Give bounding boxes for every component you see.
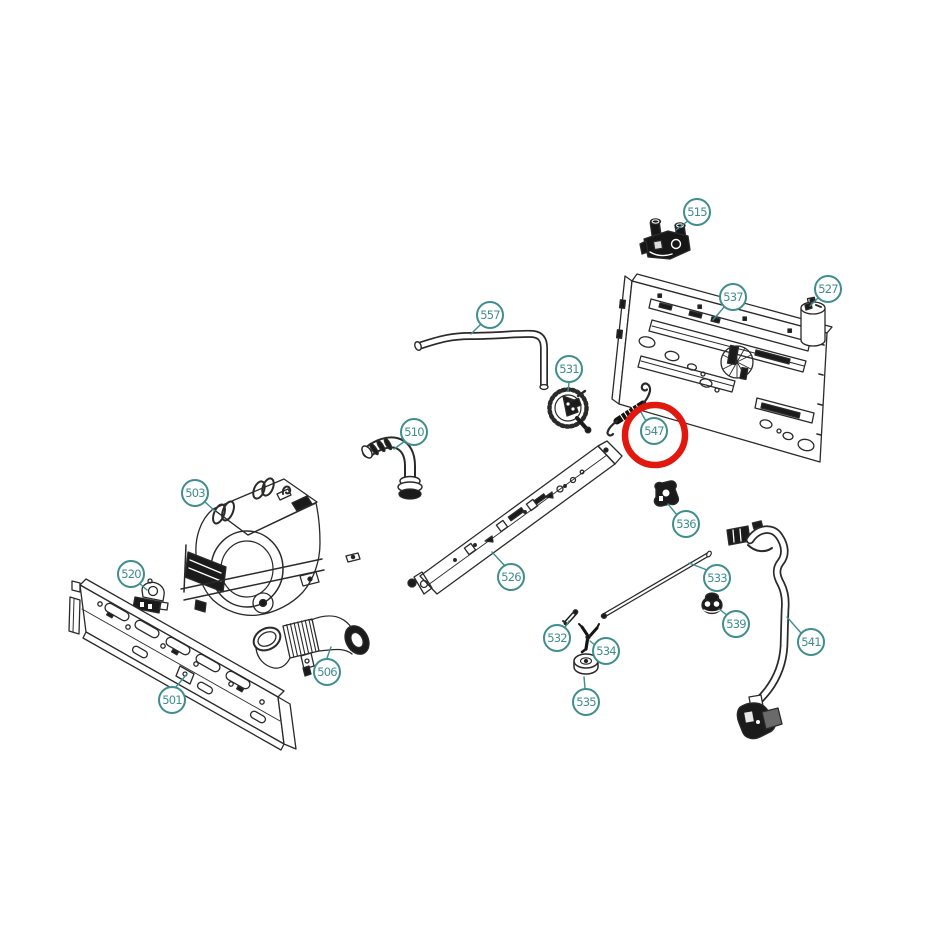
callout-531: 531 <box>555 355 583 383</box>
callout-515: 515 <box>683 198 711 226</box>
callout-541: 541 <box>797 628 825 656</box>
part-539-knob <box>701 592 723 615</box>
callout-526: 526 <box>497 563 525 591</box>
callout-535: 535 <box>572 688 600 716</box>
part-527-capacitor <box>800 296 826 347</box>
callout-520: 520 <box>117 560 145 588</box>
part-536-clip <box>653 480 680 507</box>
callout-527: 527 <box>814 275 842 303</box>
callout-557: 557 <box>476 301 504 329</box>
callout-506: 506 <box>313 658 341 686</box>
part-503-tub-assembly <box>180 477 361 617</box>
callout-547: 547 <box>640 417 668 445</box>
part-531-pressure-switch <box>547 387 592 434</box>
callout-501: 501 <box>158 686 186 714</box>
part-557-hose <box>414 329 549 391</box>
part-526-crossbar <box>407 440 623 595</box>
callout-536: 536 <box>672 510 700 538</box>
callout-532: 532 <box>543 624 571 652</box>
leader-lines <box>138 219 820 689</box>
callout-510: 510 <box>400 418 428 446</box>
callout-533: 533 <box>703 564 731 592</box>
part-515-inlet-valve <box>639 218 691 260</box>
highlight-circle <box>621 401 689 469</box>
part-541-drain-hose <box>726 520 790 740</box>
part-534-lever <box>578 623 600 654</box>
callout-534: 534 <box>592 637 620 665</box>
callout-503: 503 <box>181 479 209 507</box>
part-533-rod <box>600 550 712 620</box>
part-532-pin <box>562 609 579 626</box>
part-510-elbow-hose <box>361 436 423 500</box>
part-501-front-panel <box>68 578 297 751</box>
part-535-grommet <box>573 653 599 675</box>
part-506-bellows-hose <box>252 615 370 677</box>
callout-539: 539 <box>722 610 750 638</box>
callout-537: 537 <box>719 283 747 311</box>
